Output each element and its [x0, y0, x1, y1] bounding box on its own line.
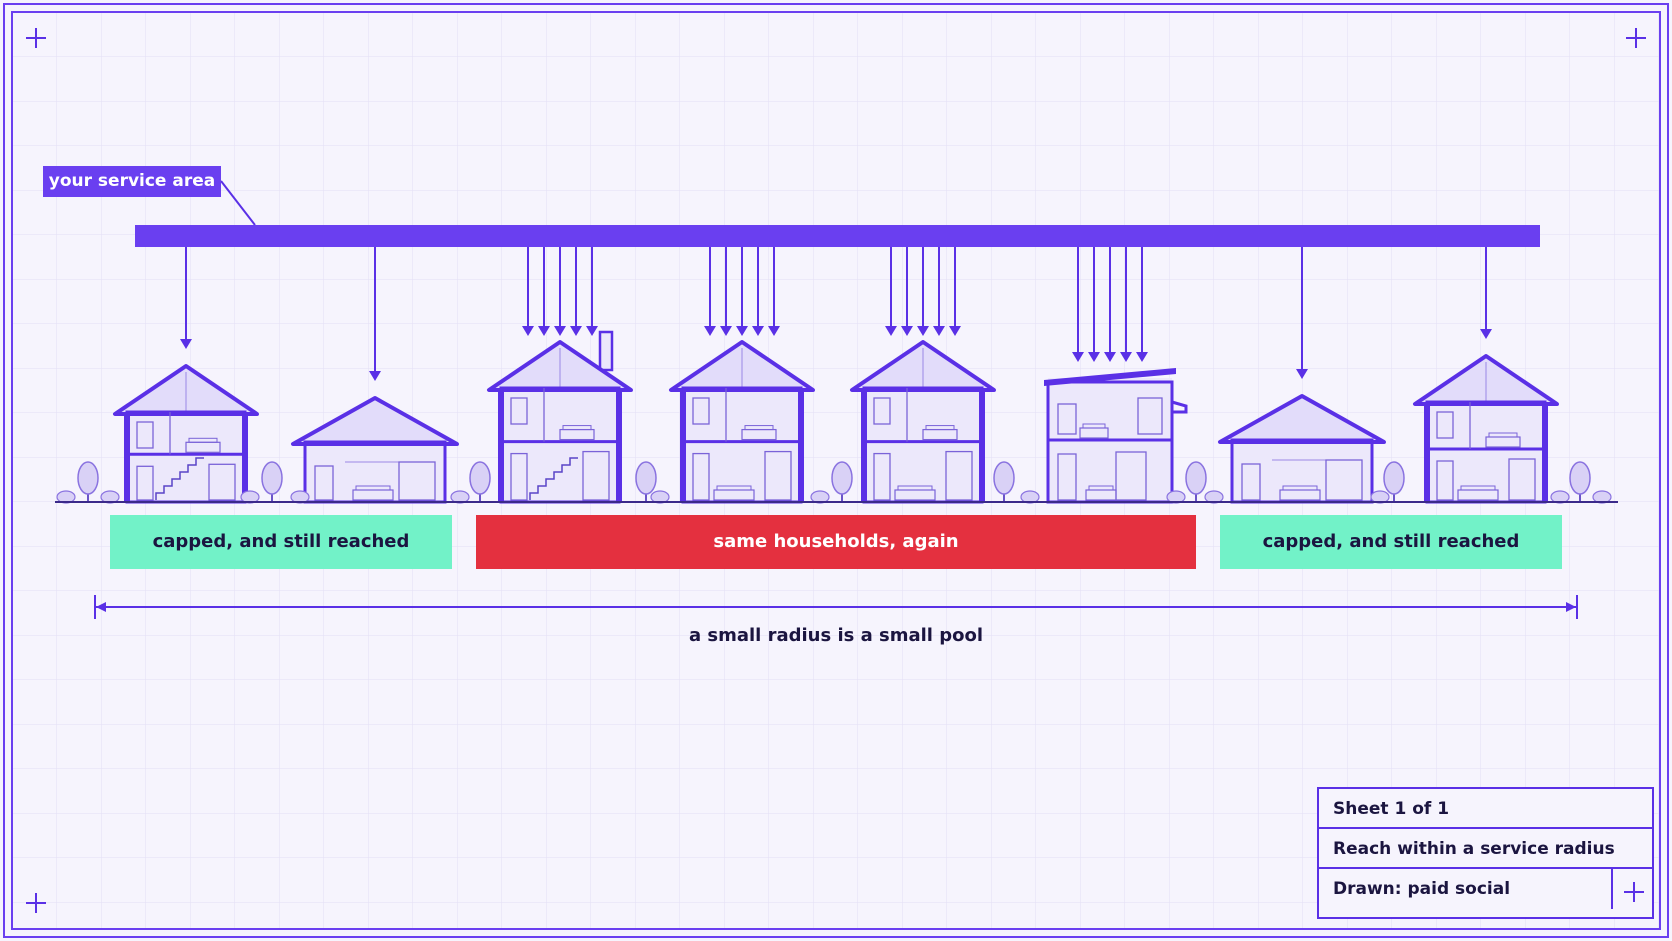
reach-arrow [752, 247, 764, 336]
reach-arrow [768, 247, 780, 336]
reach-arrow [736, 247, 748, 336]
reach-arrow [570, 247, 582, 336]
reach-arrow [720, 247, 732, 336]
house-section-4 [669, 340, 815, 504]
service-area-tag: your service area [43, 166, 221, 197]
reach-arrow [1120, 247, 1132, 362]
corner-cross-icon [1624, 882, 1644, 902]
drawn-by: Drawn: paid social [1319, 869, 1613, 909]
reach-arrow [885, 247, 897, 336]
house-section-7 [1218, 394, 1386, 504]
reach-arrow [586, 247, 598, 336]
house-section-2 [291, 396, 459, 504]
reach-arrow [538, 247, 550, 336]
reach-arrow [1296, 247, 1308, 379]
house-section-1 [113, 364, 259, 504]
house-section-5 [850, 340, 996, 504]
drawing-title: Reach within a service radius [1319, 829, 1652, 869]
inner-border [11, 11, 1661, 930]
house-section-6 [1044, 368, 1188, 504]
reach-arrow [933, 247, 945, 336]
dimension-label: a small radius is a small pool [688, 625, 984, 646]
reach-arrow [554, 247, 566, 336]
sheet-number: Sheet 1 of 1 [1319, 789, 1652, 829]
reach-arrow [1480, 247, 1492, 339]
reach-arrow [522, 247, 534, 336]
capped-band-right: capped, and still reached [1220, 515, 1562, 569]
house-section-3 [487, 330, 633, 504]
house-section-8 [1413, 354, 1559, 504]
dimension-line [94, 595, 1578, 619]
title-block: Sheet 1 of 1 Reach within a service radi… [1317, 787, 1654, 919]
reach-arrows [180, 247, 1492, 381]
capped-band-left: capped, and still reached [110, 515, 452, 569]
service-area-bar [135, 225, 1540, 247]
repeat-band: same households, again [476, 515, 1196, 569]
reach-arrow [949, 247, 961, 336]
reach-arrow [1104, 247, 1116, 362]
reach-arrow [369, 247, 381, 381]
reach-arrow [1136, 247, 1148, 362]
reach-arrow [180, 247, 192, 349]
reach-arrow [704, 247, 716, 336]
outer-border [3, 3, 1669, 938]
reach-arrow [1088, 247, 1100, 362]
houses-row [56, 330, 1612, 504]
service-area-leader [220, 180, 256, 226]
landscaping [56, 461, 1612, 504]
corner-cross-icon [26, 28, 1646, 913]
reach-arrow [901, 247, 913, 336]
reach-arrow [1072, 247, 1084, 362]
reach-arrow [917, 247, 929, 336]
